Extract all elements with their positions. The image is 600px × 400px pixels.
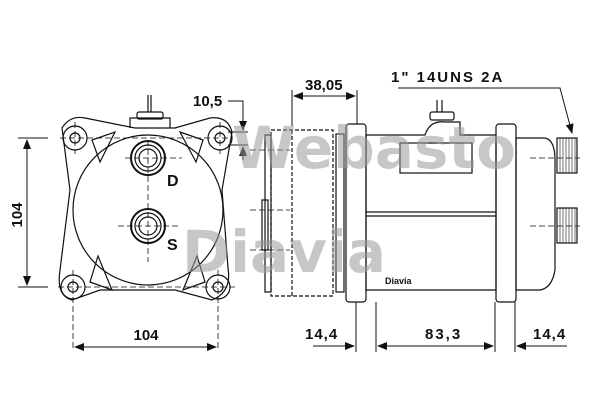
front-view (58, 95, 235, 350)
dim-mount-offset-label: 10,5 (193, 93, 222, 110)
watermark-line1: Webasto (232, 114, 516, 182)
watermark-line2: Diavia (182, 218, 386, 286)
dim-body-length-label: 83,3 (425, 326, 462, 343)
dim-front-height (18, 137, 48, 288)
dim-front-flange-label: 14,4 (305, 326, 338, 343)
discharge-port-label: D (167, 173, 179, 190)
dim-side-bottom (313, 302, 567, 352)
dim-front-height-label: 104 (9, 202, 26, 228)
dim-clutch-depth-label: 38,05 (305, 77, 343, 94)
dim-clutch-depth (291, 90, 358, 126)
brand-label: Diavia (385, 276, 413, 286)
thread-spec-leader (398, 87, 574, 134)
side-view (250, 100, 580, 303)
dim-front-width-label: 104 (133, 327, 159, 344)
dim-mount-offset (228, 100, 248, 160)
dim-rear-flange-label: 14,4 (533, 326, 566, 343)
compressor-body-circle (72, 134, 224, 286)
thread-spec-label: 1" 14UNS 2A (391, 69, 504, 86)
suction-port-label: S (167, 237, 178, 254)
